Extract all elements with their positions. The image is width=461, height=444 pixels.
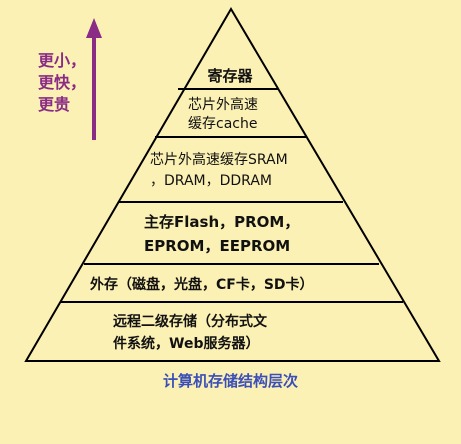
level-external-storage-line-1: 外存（磁盘，光盘，CF卡，SD卡）: [90, 277, 314, 293]
side-label-pricier: 更贵: [38, 95, 71, 114]
level-main-memory-label: 主存Flash，PROM， EPROM，EEPROM: [144, 210, 299, 258]
level-cache-line-1: 芯片外高速: [188, 97, 258, 113]
side-label-smaller: 更小，: [38, 51, 87, 70]
level-sram-dram-line-2: ，DRAM，DDRAM: [150, 173, 272, 189]
side-label-faster: 更快，: [38, 73, 87, 92]
level-cache-line-2: 缓存cache: [188, 116, 258, 132]
level-cache-label: 芯片外高速 缓存cache: [188, 96, 258, 134]
level-sram-dram-line-1: 芯片外高速缓存SRAM: [150, 152, 288, 168]
diagram-caption: 计算机存储结构层次: [162, 372, 298, 390]
upward-arrow-head: [86, 18, 102, 38]
level-registers-line-1: 寄存器: [207, 67, 253, 85]
side-labels: 更小， 更快， 更贵: [38, 50, 86, 116]
level-main-memory-line-1: 主存Flash，PROM，: [144, 213, 300, 231]
level-external-storage-label: 外存（磁盘，光盘，CF卡，SD卡）: [90, 274, 314, 294]
level-remote-storage-line-2: 件系统，Web服务器）: [113, 336, 260, 352]
level-sram-dram-label: 芯片外高速缓存SRAM ，DRAM，DDRAM: [150, 150, 288, 192]
level-registers-label: 寄存器: [190, 65, 270, 86]
level-main-memory-line-2: EPROM，EEPROM: [144, 237, 291, 255]
level-remote-storage-label: 远程二级存储（分布式文 件系统，Web服务器）: [113, 311, 267, 355]
level-remote-storage-line-1: 远程二级存储（分布式文: [113, 314, 267, 330]
pyramid-outline: [24, 7, 441, 362]
